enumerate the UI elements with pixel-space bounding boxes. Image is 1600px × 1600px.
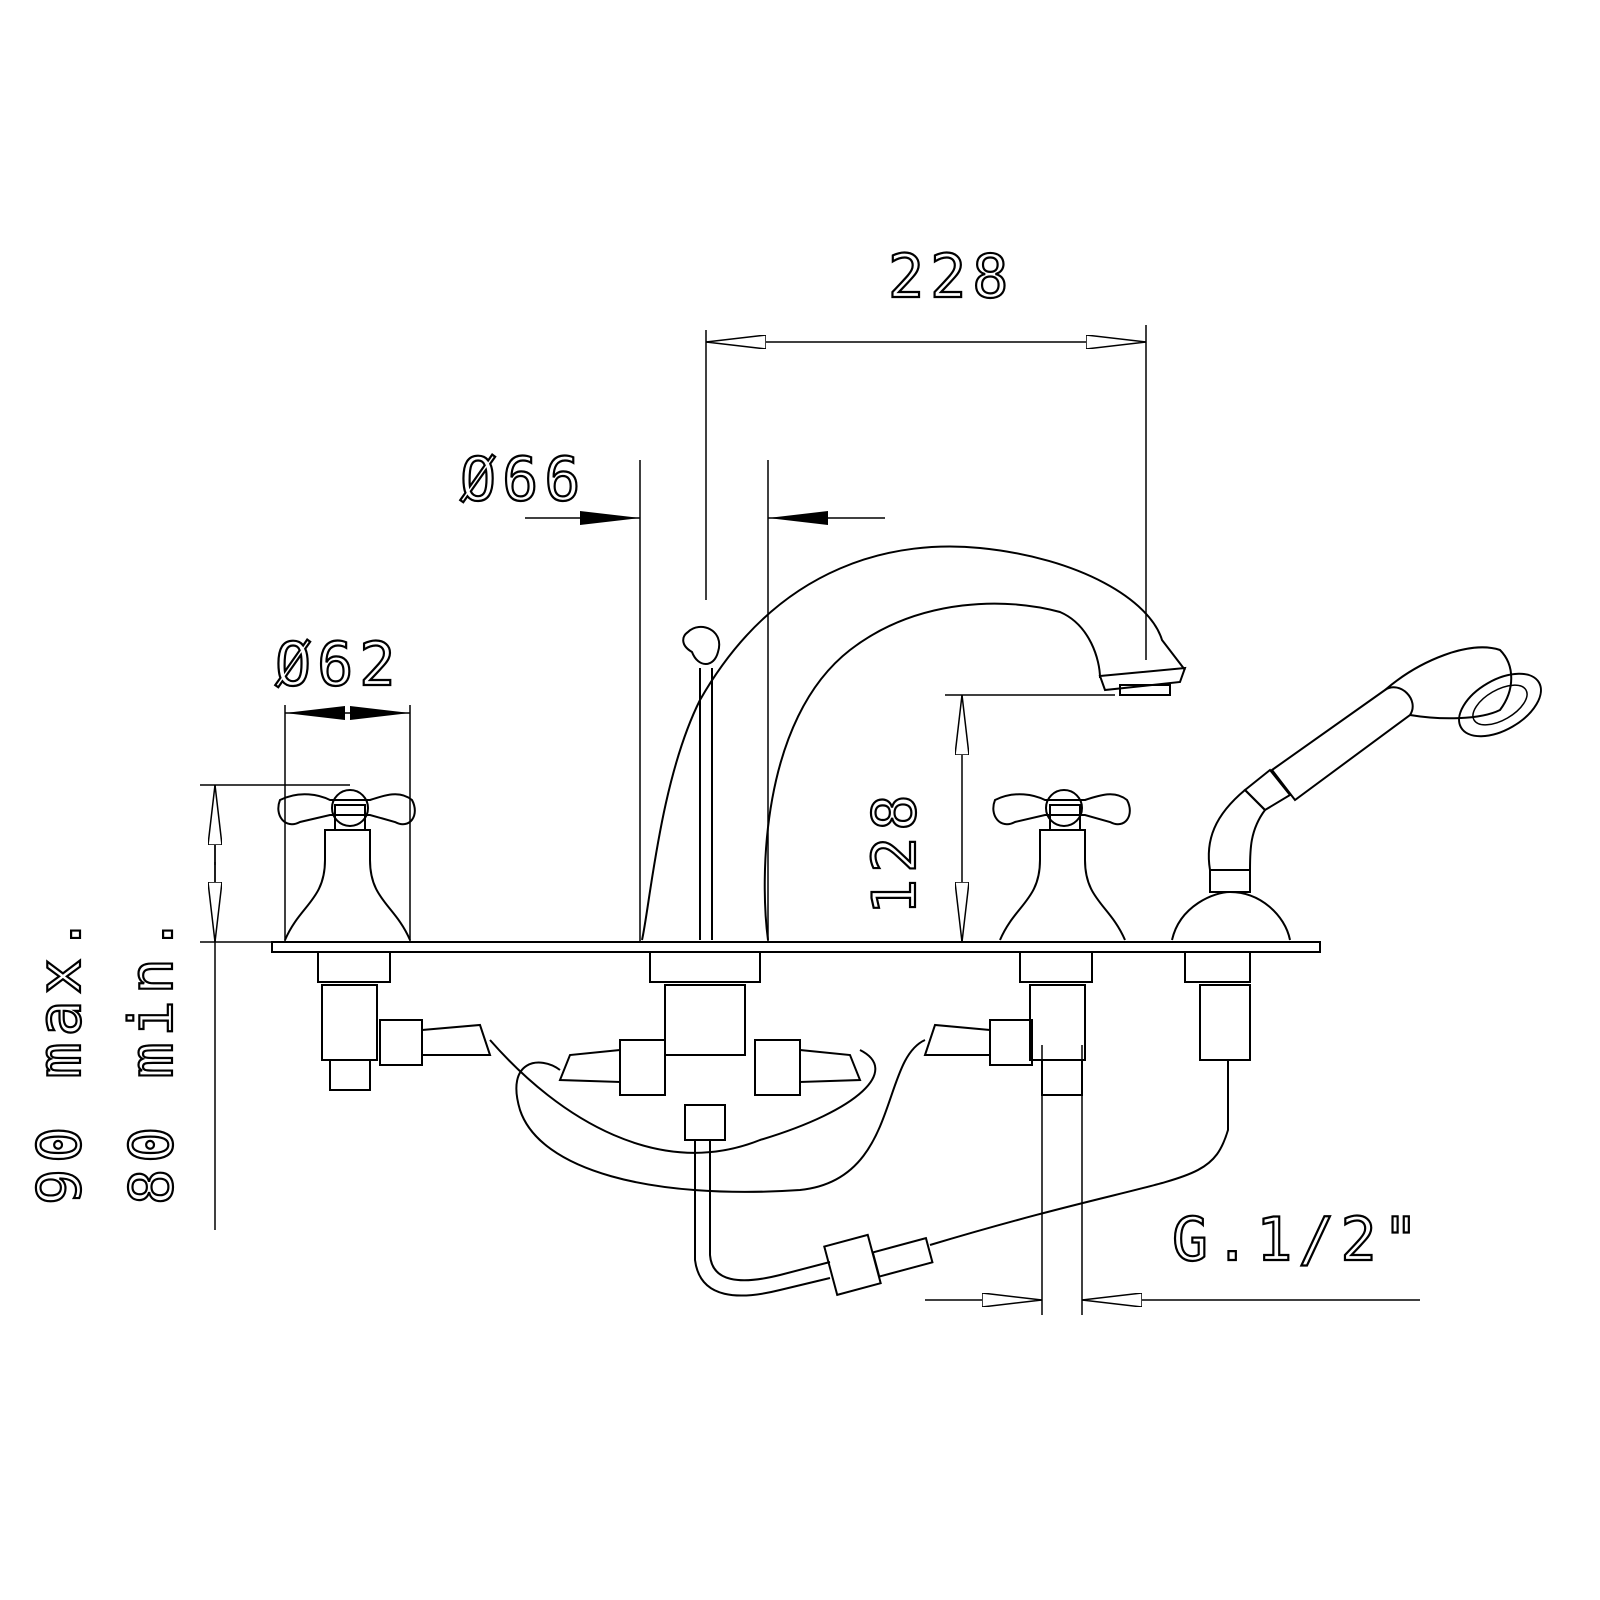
- hot-handle: [992, 789, 1131, 941]
- dimension-label-228: 228: [888, 242, 1014, 312]
- dimension-66: Ø66: [459, 444, 885, 942]
- dimension-label-90-max: 90 max.: [25, 910, 95, 1205]
- spout: [641, 545, 1187, 941]
- dimension-label-thread: G.1/2": [1172, 1205, 1425, 1275]
- deck-plate: [271, 941, 1321, 953]
- dimension-228: 228: [705, 241, 1147, 660]
- dimension-label-128: 128: [860, 789, 930, 915]
- cold-handle: [277, 789, 416, 941]
- dimension-label-66: Ø66: [460, 445, 586, 515]
- under-deck-fittings: [317, 951, 1251, 1297]
- dimension-62: Ø62: [274, 629, 411, 942]
- hand-shower: [1171, 646, 1542, 941]
- dimension-thread: G.1/2": [925, 1045, 1425, 1315]
- dimension-label-62: Ø62: [275, 630, 401, 700]
- dimension-label-80-min: 80 min.: [117, 910, 187, 1205]
- dimension-128: 128: [859, 694, 1115, 942]
